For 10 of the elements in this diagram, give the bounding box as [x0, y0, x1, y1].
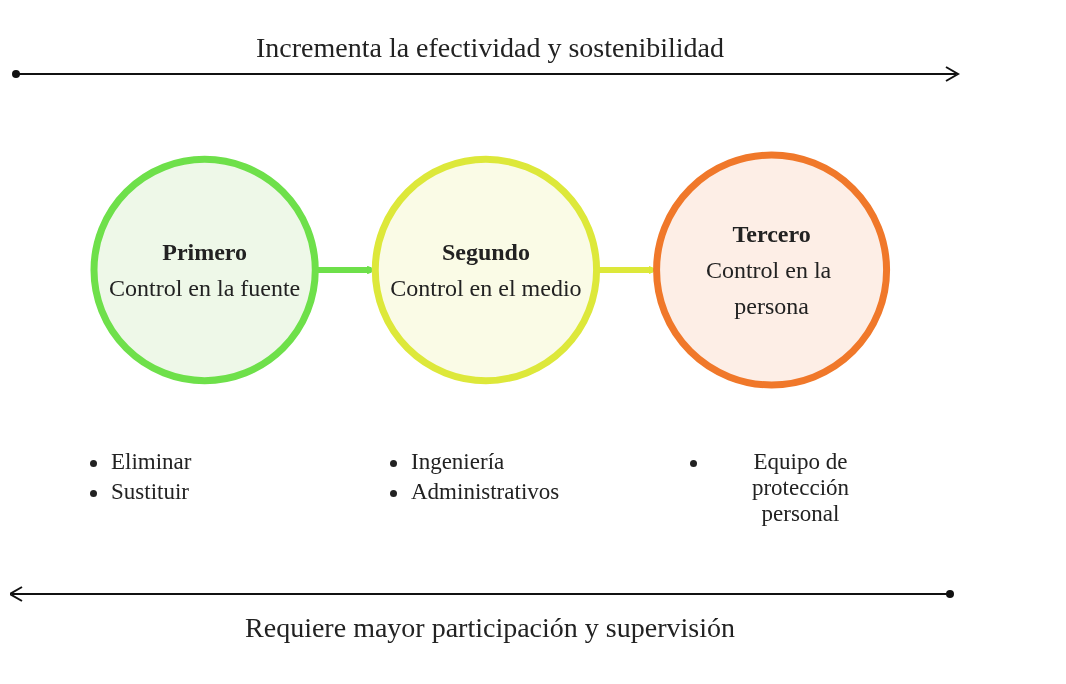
list-item: Sustituir — [111, 479, 189, 505]
node-circle: Primero Control en la fuente — [90, 155, 319, 385]
node-circle: Segundo Control en el medio — [371, 155, 600, 385]
caption-text: Requiere mayor participación y supervisión — [244, 612, 736, 644]
list-item: Ingeniería — [411, 449, 505, 475]
node-circle: Tercero Control en la persona — [652, 151, 890, 389]
list-item: Equipo de protección personal — [750, 449, 851, 527]
list-item: Eliminar — [111, 449, 192, 475]
list-item: Administrativos — [411, 479, 560, 505]
caption-text: Incrementa la efectividad y sostenibilidad — [254, 32, 725, 64]
